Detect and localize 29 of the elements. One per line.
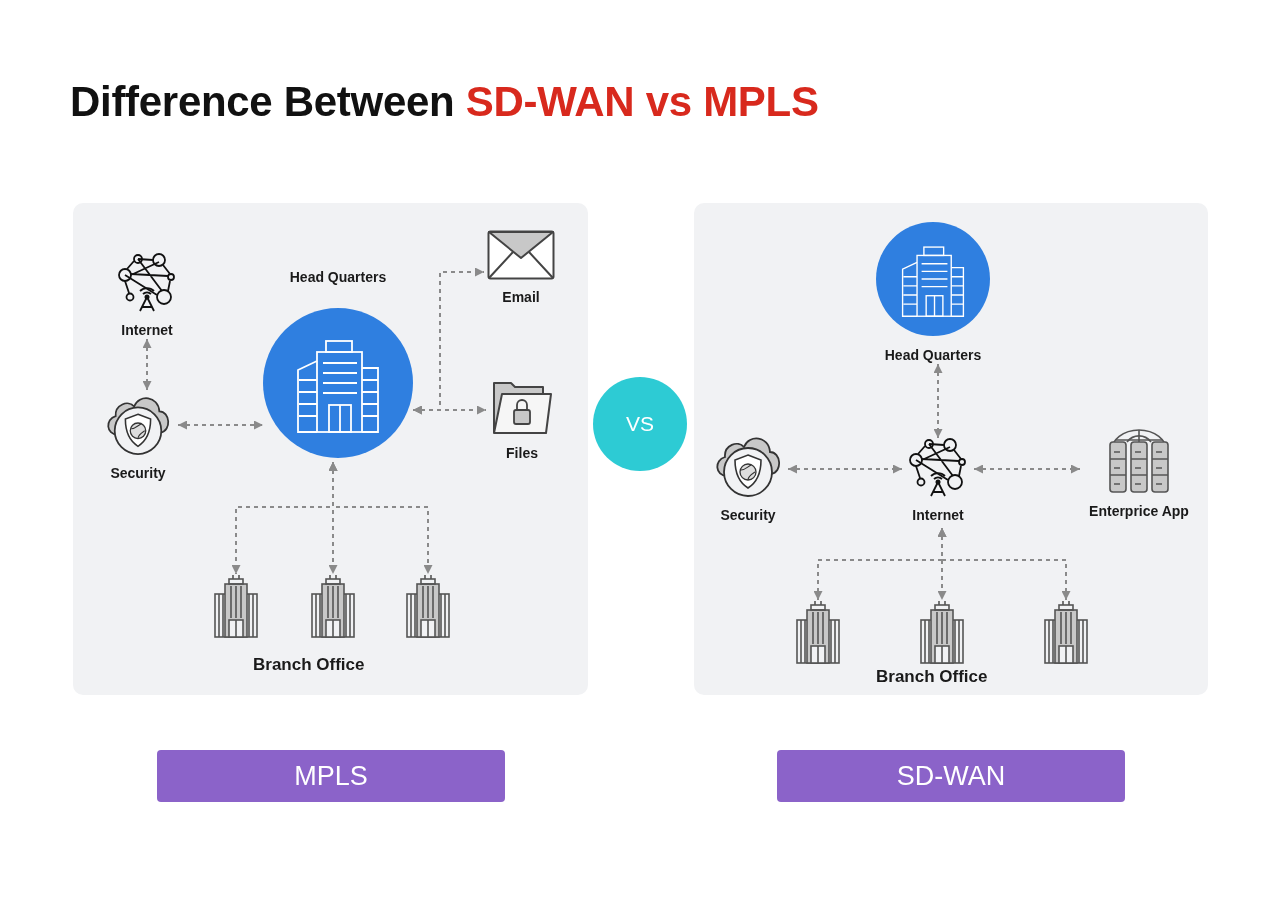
dashed-arrow <box>412 405 487 415</box>
office-building-icon <box>213 574 259 638</box>
dashed-arrow <box>973 464 1081 474</box>
office-building-icon <box>795 600 841 664</box>
node-label: Email <box>502 288 540 306</box>
group-label: Branch Office <box>253 655 365 675</box>
group-label: Branch Office <box>876 667 988 687</box>
label-bar: MPLS <box>157 750 505 802</box>
office-building-icon <box>919 600 965 664</box>
office-building-icon <box>1043 600 1089 664</box>
node-label: Enterprice App <box>1089 502 1189 520</box>
vs-badge: VS <box>593 377 687 471</box>
dashed-arrow <box>328 461 433 575</box>
node-label: Security <box>720 506 776 524</box>
dashed-arrow <box>177 420 264 430</box>
dashed-arrow <box>933 363 943 439</box>
node-label: Head Quarters <box>289 268 387 286</box>
node-label: Security <box>110 464 166 482</box>
node-label: Internet <box>121 321 173 339</box>
node-label: Files <box>506 444 538 462</box>
label-bar: SD-WAN <box>777 750 1125 802</box>
dashed-arrow <box>937 527 1071 601</box>
title: Difference Between SD-WAN vs MPLS <box>70 78 819 126</box>
dashed-arrow <box>787 464 903 474</box>
node-label: Head Quarters <box>884 346 982 364</box>
node-label: Internet <box>912 506 964 524</box>
dashed-arrow <box>142 338 152 391</box>
office-building-icon <box>405 574 451 638</box>
office-building-icon <box>310 574 356 638</box>
